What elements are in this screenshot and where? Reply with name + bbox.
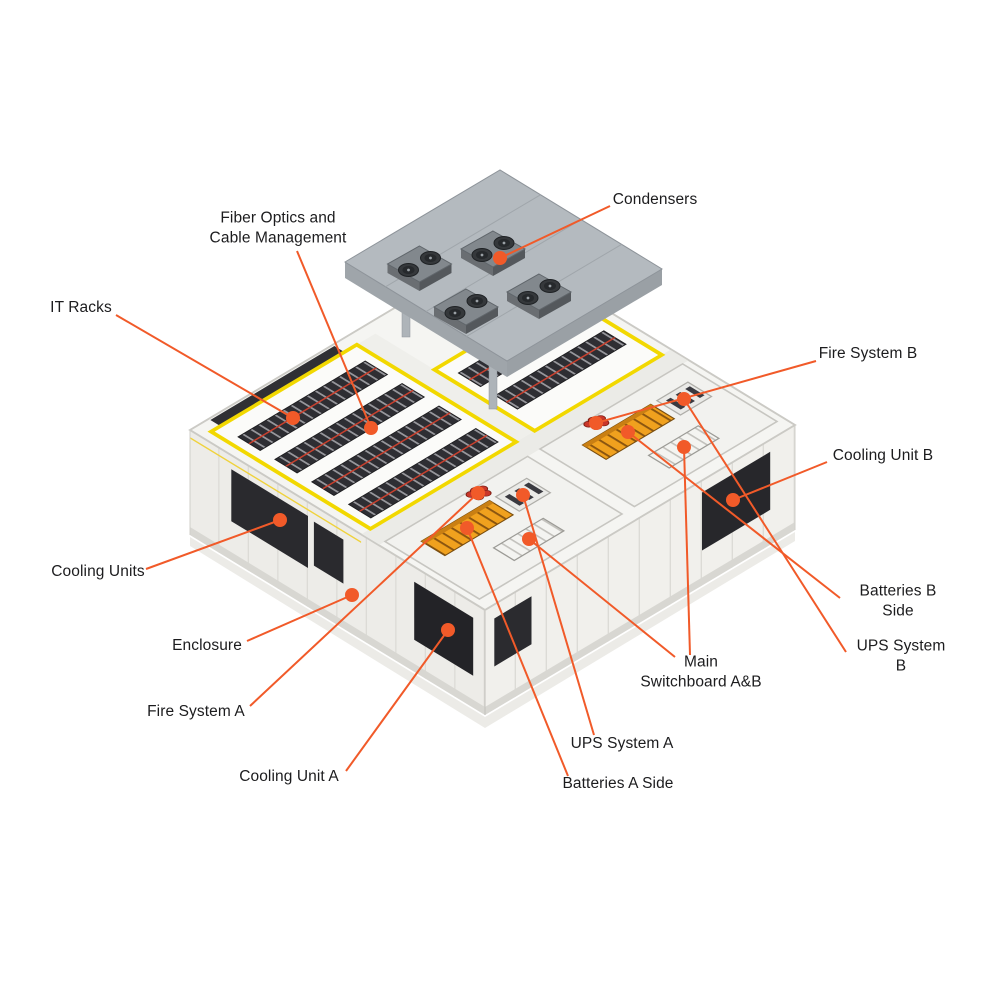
sprinkler-pipe xyxy=(359,434,488,512)
callout-dot-it-racks xyxy=(286,411,300,425)
callout-line-enclosure xyxy=(246,594,353,642)
condenser-unit xyxy=(505,273,573,319)
callout-line-batteries-a-side xyxy=(466,527,569,777)
spine-walkway xyxy=(361,349,689,546)
callout-line-main-switchboard-b xyxy=(683,446,691,656)
callout-dot-batteries-a-side xyxy=(460,521,474,535)
enclosure-sw-wall xyxy=(190,430,486,715)
callout-dot-fire-system-b xyxy=(589,416,603,430)
callout-line-fiber-optics xyxy=(296,250,372,429)
central-corridor xyxy=(356,333,535,442)
label-cooling-unit-b: Cooling Unit B xyxy=(832,446,934,464)
label-condensers: Condensers xyxy=(612,190,698,208)
callout-dot-batteries-b-side xyxy=(621,425,635,439)
batteries-a-top xyxy=(421,500,494,544)
callout-line-cooling-unit-b xyxy=(732,461,828,501)
ups-b-module xyxy=(665,397,686,410)
cooling-units-grille-2 xyxy=(313,521,344,584)
callout-lines xyxy=(115,205,847,777)
callout-line-cooling-unit-a xyxy=(345,629,449,772)
sprinkler-pipe xyxy=(322,412,451,490)
label-fire-system-b: Fire System B xyxy=(818,344,918,362)
label-batteries-a-side: Batteries A Side xyxy=(562,774,674,792)
label-batteries-b-side: Batteries B Side xyxy=(859,582,937,620)
condensers-group xyxy=(386,230,573,334)
condenser-unit xyxy=(386,245,453,291)
crah-row-nw xyxy=(210,345,344,426)
callout-line-fire-system-a xyxy=(249,492,479,707)
callout-dot-ups-system-b xyxy=(677,392,691,406)
label-it-racks: IT Racks xyxy=(50,298,112,316)
callout-dot-switchboard-a xyxy=(522,532,536,546)
label-ups-system-a: UPS System A xyxy=(570,734,674,752)
label-main-switchboard-ab: Main Switchboard A&B xyxy=(640,653,762,691)
sprinkler-pipe xyxy=(248,367,377,445)
label-ups-system-b: UPS System B xyxy=(856,637,946,675)
callout-dot-fire-system-a xyxy=(471,486,485,500)
callout-line-main-switchboard-a xyxy=(528,538,676,658)
callout-dot-cooling-units xyxy=(273,513,287,527)
cooling-units-grille xyxy=(231,469,309,568)
sprinkler-pipe xyxy=(285,389,414,467)
platform-skirt-se xyxy=(507,269,662,377)
callout-line-ups-system-b xyxy=(683,398,847,653)
callout-line-batteries-b-side xyxy=(627,431,841,599)
power-room-b xyxy=(538,362,779,508)
containment-a xyxy=(207,342,520,532)
callout-line-condensers xyxy=(499,205,611,259)
condenser-unit xyxy=(459,230,527,276)
callout-line-cooling-units xyxy=(145,519,281,570)
sprinkler-pipe xyxy=(505,337,616,403)
callout-dot-cooling-unit-b xyxy=(726,493,740,507)
ups-a-module xyxy=(504,493,525,506)
callout-line-fire-system-b xyxy=(595,360,817,424)
enclosure-se-wall xyxy=(485,424,795,715)
ups-b-module xyxy=(685,386,705,399)
callout-dot-fiber-optics xyxy=(364,421,378,435)
label-fiber-optics: Fiber Optics and Cable Management xyxy=(209,209,347,247)
interior-plan xyxy=(188,243,797,612)
label-cooling-unit-a: Cooling Unit A xyxy=(239,767,339,785)
label-cooling-units: Cooling Units xyxy=(51,562,145,580)
batteries-b-top xyxy=(582,404,655,448)
callout-dot-enclosure xyxy=(345,588,359,602)
label-enclosure: Enclosure xyxy=(172,636,242,654)
callout-dots xyxy=(273,251,740,637)
callout-dot-cooling-unit-a xyxy=(441,623,455,637)
callout-dot-ups-system-a xyxy=(516,488,530,502)
callout-line-it-racks xyxy=(115,314,294,419)
label-fire-system-a: Fire System A xyxy=(147,702,245,720)
platform-skirt-sw xyxy=(345,262,507,377)
callout-line-ups-system-a xyxy=(522,494,595,736)
condenser-unit xyxy=(432,288,500,334)
se-wall-vent xyxy=(494,596,532,667)
callout-dot-switchboard-b xyxy=(677,440,691,454)
callout-dot-condensers xyxy=(493,251,507,265)
ups-a-module xyxy=(523,482,544,495)
